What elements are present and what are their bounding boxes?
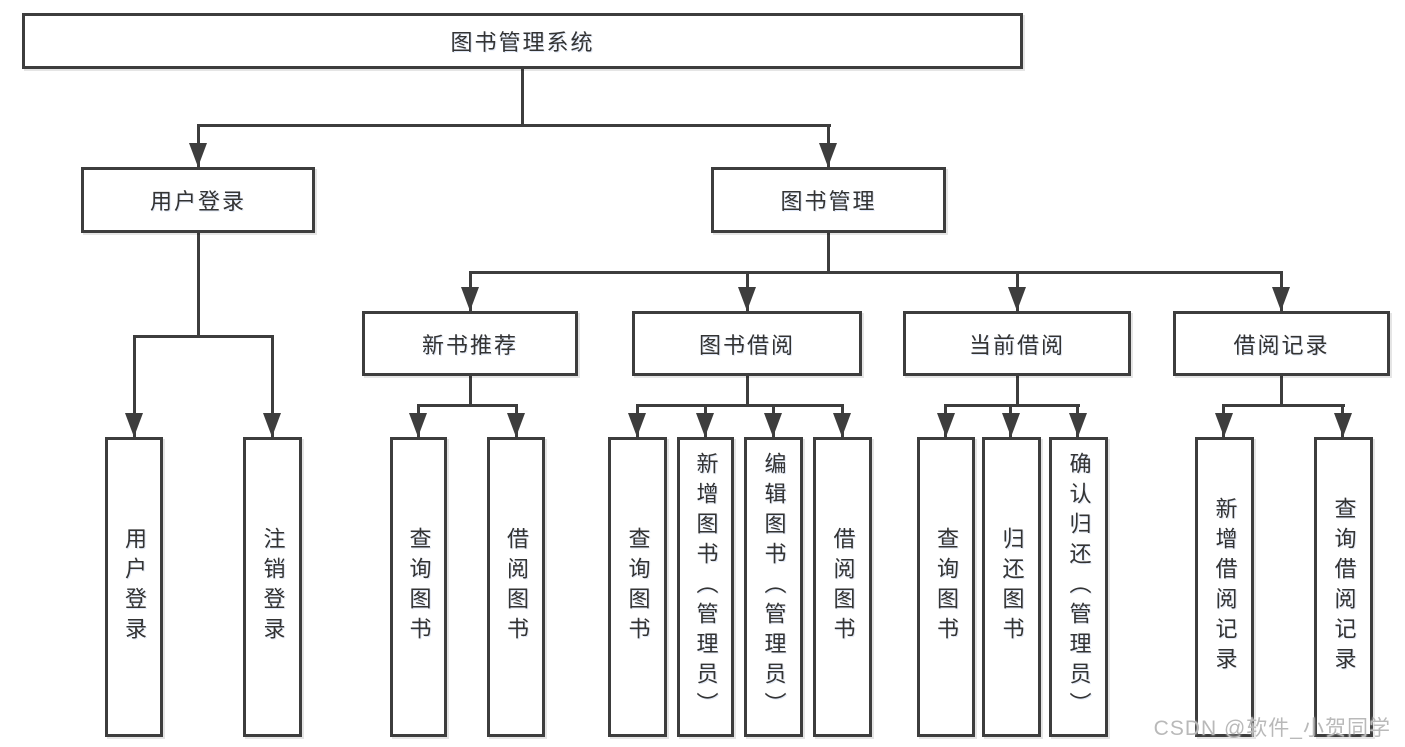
- connector-line: [521, 69, 524, 126]
- leaf-query-book-recommend: 查询图书: [390, 437, 447, 737]
- arrow-head: [1002, 413, 1020, 437]
- arrow-head: [189, 143, 207, 167]
- csdn-watermark: CSDN @软件_小贺同学: [1153, 717, 1391, 740]
- arrow-head: [125, 413, 143, 437]
- connector-line: [197, 124, 831, 127]
- arrow-head: [409, 413, 427, 437]
- arrow-head: [738, 287, 756, 311]
- connector-line: [1222, 404, 1345, 407]
- leaf-query-borrow-record: 查询借阅记录: [1314, 437, 1373, 737]
- arrow-head: [1069, 413, 1087, 437]
- arrow-head: [937, 413, 955, 437]
- node-book-borrow: 图书借阅: [632, 311, 862, 376]
- node-user-login: 用户登录: [81, 167, 315, 233]
- leaf-add-borrow-record: 新增借阅记录: [1195, 437, 1254, 737]
- node-root: 图书管理系统: [22, 13, 1023, 69]
- connector-line: [1016, 376, 1019, 407]
- arrow-head: [1334, 413, 1352, 437]
- connector-line: [133, 335, 136, 437]
- node-borrow-record: 借阅记录: [1173, 311, 1390, 376]
- leaf-logout: 注销登录: [243, 437, 302, 737]
- connector-line: [636, 404, 844, 407]
- leaf-query-book-borrow: 查询图书: [608, 437, 667, 737]
- arrow-head: [1272, 287, 1290, 311]
- leaf-borrow-book: 借阅图书: [813, 437, 872, 737]
- connector-line: [827, 233, 830, 273]
- leaf-confirm-return-admin: 确认归还（管理员）: [1049, 437, 1108, 737]
- arrow-head: [263, 413, 281, 437]
- arrow-head: [1008, 287, 1026, 311]
- leaf-return-book: 归还图书: [982, 437, 1041, 737]
- arrow-head: [819, 143, 837, 167]
- connector-line: [271, 335, 274, 437]
- leaf-query-book-current: 查询图书: [917, 437, 975, 737]
- node-current-borrow: 当前借阅: [903, 311, 1131, 376]
- arrow-head: [507, 413, 525, 437]
- leaf-edit-book-admin: 编辑图书（管理员）: [744, 437, 803, 737]
- arrow-head: [461, 287, 479, 311]
- arrow-head: [628, 413, 646, 437]
- arrow-head: [764, 413, 782, 437]
- leaf-add-book-admin: 新增图书（管理员）: [677, 437, 734, 737]
- connector-line: [133, 335, 274, 338]
- connector-line: [197, 233, 200, 337]
- connector-line: [469, 376, 472, 407]
- connector-line: [746, 376, 749, 407]
- arrow-head: [833, 413, 851, 437]
- node-new-book-recommend: 新书推荐: [362, 311, 578, 376]
- connector-line: [417, 404, 518, 407]
- leaf-borrow-book-recommend: 借阅图书: [487, 437, 545, 737]
- connector-line: [944, 404, 1080, 407]
- leaf-user-login: 用户登录: [105, 437, 163, 737]
- arrow-head: [696, 413, 714, 437]
- node-book-management: 图书管理: [711, 167, 946, 233]
- arrow-head: [1215, 413, 1233, 437]
- connector-line: [469, 271, 1283, 274]
- connector-line: [1280, 376, 1283, 407]
